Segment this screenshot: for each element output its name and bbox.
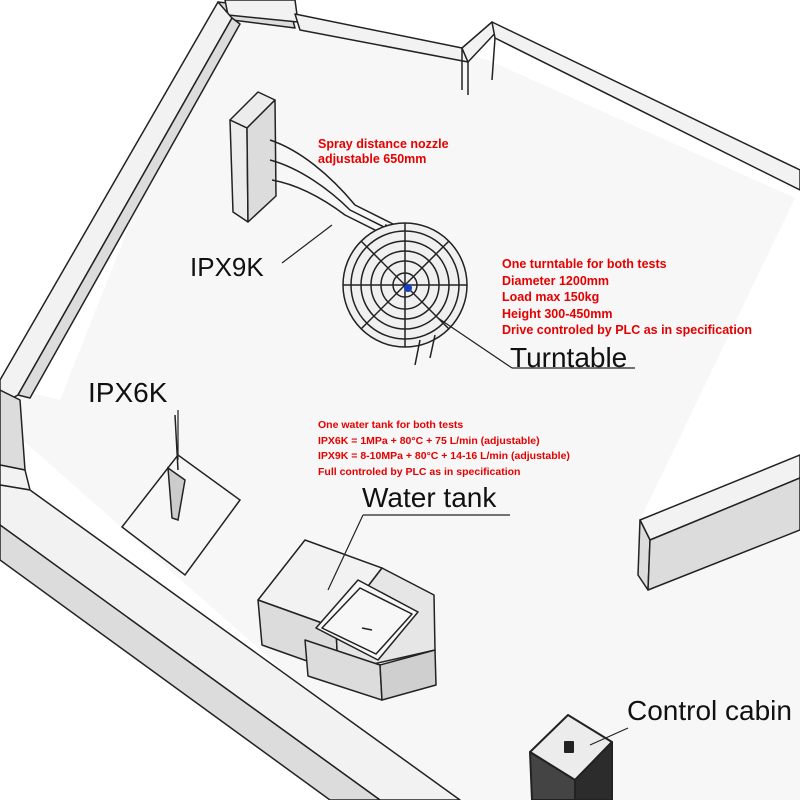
left-wall — [0, 1, 241, 491]
annotation-line: IPX9K = 8-10MPa + 80°C + 14-16 L/min (ad… — [318, 450, 570, 462]
ipx9k-spray-stand — [229, 91, 406, 236]
ipx6k-nozzle-plate — [120, 414, 242, 577]
annotation-line: Diameter 1200mm — [502, 273, 610, 288]
water-tank-spec-annotation: One water tank for both tests IPX6K = 1M… — [318, 418, 570, 480]
annotation-line: Drive controled by PLC as in specificati… — [502, 323, 753, 337]
annotation-line: Load max 150kg — [502, 290, 600, 304]
back-wall — [217, 0, 800, 191]
annotation-line: Height 300-450mm — [502, 306, 613, 321]
ipx6k-label: IPX6K — [88, 377, 168, 408]
annotation-line: adjustable 650mm — [318, 152, 427, 166]
leader-lines — [177, 224, 635, 746]
right-wall — [637, 454, 800, 591]
ipx9k-label: IPX9K — [190, 252, 264, 282]
spray-distance-annotation: Spray distance nozzle adjustable 650mm — [318, 137, 449, 167]
control-cabinet-label: Control cabin — [627, 695, 792, 726]
annotation-line: One turntable for both tests — [502, 257, 667, 271]
annotation-line: Spray distance nozzle — [318, 137, 449, 151]
annotation-line: IPX6K = 1MPa + 80°C + 75 L/min (adjustab… — [318, 434, 540, 447]
turntable-equipment — [342, 222, 468, 366]
front-wall — [0, 484, 461, 800]
control-cabinet-equipment — [529, 714, 613, 800]
turntable-spec-annotation: One turntable for both tests Diameter 12… — [502, 256, 752, 339]
turntable-label: Turntable — [510, 342, 628, 373]
annotation-line: Full controled by PLC as in specificatio… — [318, 465, 521, 478]
water-tank-equipment — [257, 539, 437, 701]
water-tank-label: Water tank — [362, 482, 497, 513]
annotation-line: One water tank for both tests — [318, 419, 464, 431]
